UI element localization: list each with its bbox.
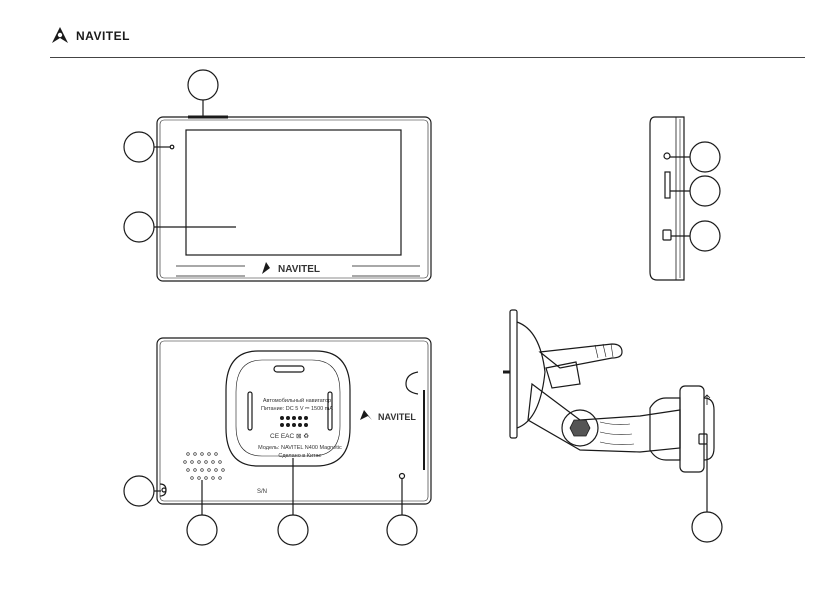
reset-button [398,472,406,480]
back-label-line1: Автомобильный навигатор [263,397,331,404]
callout-led [123,131,155,163]
callout-screen [123,211,155,243]
magnetic-mount-plate [225,350,351,467]
front-view: NAVITEL [123,69,432,282]
callout-headphone [689,141,721,173]
back-label-group: Автомобильный навигатор Питание: DC 5 V … [257,397,416,495]
sd-card-slot [664,171,671,199]
front-brand: NAVITEL [278,264,320,275]
side-view [649,116,721,281]
adjustment-knob [561,409,599,447]
callout-holder-usb [691,511,723,543]
header: NAVITEL [50,24,130,48]
navitel-logo-icon [52,27,68,43]
mount-arm [527,382,681,453]
callout-usb [689,220,721,252]
header-divider [50,57,805,58]
back-label-line2: Питание: DC 5 V ⎓ 1500 mA [261,406,333,412]
suction-cup [509,309,518,439]
front-screen [185,129,402,256]
side-device-body [649,116,685,281]
headphone-jack [663,152,671,160]
back-device-body [156,337,432,505]
callout-strap-loop [123,475,155,507]
usb-icon [703,394,711,405]
qr-dot-pattern [280,416,308,427]
mount-view [503,309,723,543]
brand-name: NAVITEL [76,29,130,43]
device-holder [679,385,705,473]
holder-usb-port [698,433,708,445]
callout-speaker [186,514,218,546]
back-view [123,337,432,546]
callout-mount [277,514,309,546]
callout-power [187,69,219,101]
callout-sd [689,175,721,207]
front-led [169,144,175,150]
back-label-line4: Сделано в Китае [278,453,321,459]
back-label-line3: Модель: NAVITEL N400 Magnetic [258,445,342,451]
cert-marks: CE EAC ⊠ ♻ [270,433,309,440]
suction-lever [538,343,623,369]
mini-usb-port [662,229,672,241]
back-brand: NAVITEL [378,412,416,422]
front-device-body [156,116,432,282]
callout-reset [386,514,418,546]
serial-number-label: S/N [257,489,267,495]
speaker-grille [183,452,225,480]
